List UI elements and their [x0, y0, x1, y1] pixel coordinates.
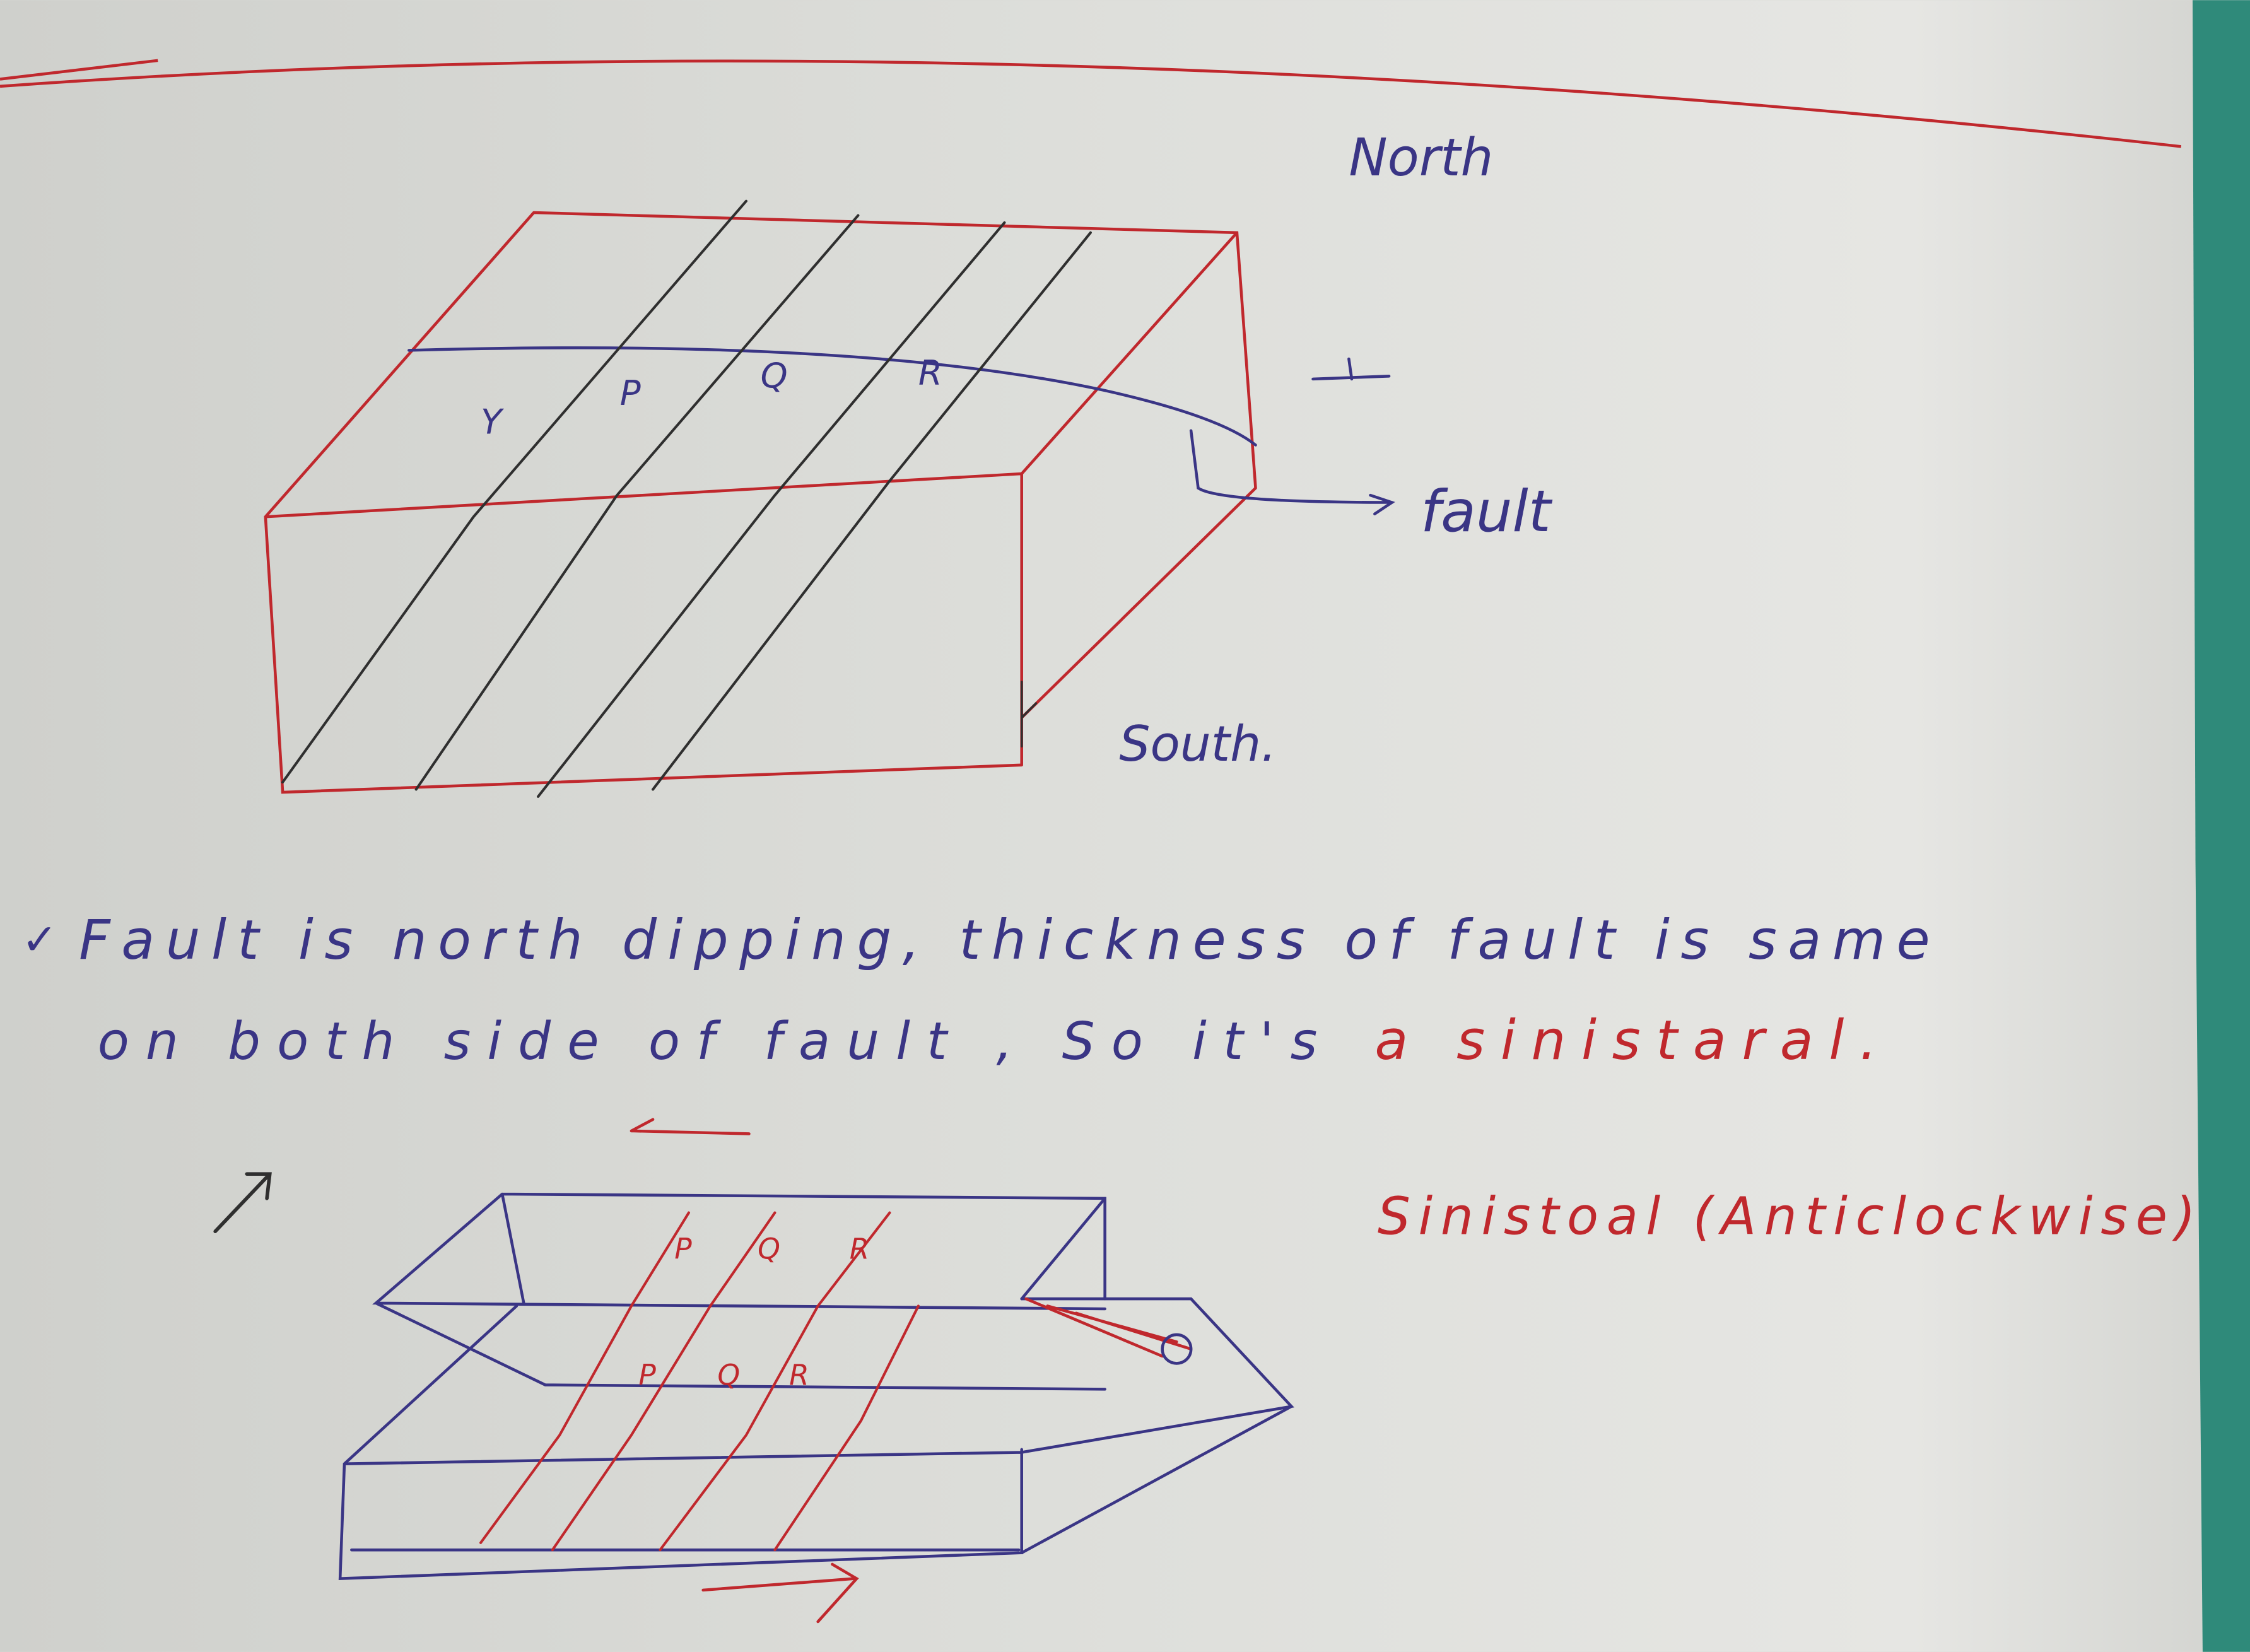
lower-p-top-label: P	[674, 1232, 692, 1265]
lower-r-top-label: R	[850, 1232, 870, 1265]
lower-r-bottom-label: R	[789, 1359, 809, 1392]
fault-label: fault	[1421, 479, 1553, 545]
green-board-edge	[2193, 0, 2250, 1652]
fault-trace	[407, 346, 1393, 504]
note-line-2-conclusion: a sinistaral.	[1374, 1009, 1877, 1072]
check-mark: ✓	[21, 915, 57, 965]
bed-lines	[281, 199, 1092, 798]
lower-slab-outline	[338, 1297, 1294, 1581]
strike-dip-symbol	[1311, 357, 1391, 381]
shear-hatch	[1024, 1297, 1193, 1358]
left-arrow-icon	[630, 1118, 751, 1135]
lower-p-bottom-label: P	[638, 1359, 656, 1392]
north-label: North	[1349, 128, 1493, 188]
upper-block-diagram	[264, 199, 1395, 798]
red-bed-lines	[479, 1211, 920, 1552]
right-arrow-icon	[701, 1562, 859, 1624]
lower-q-bottom-label: Q	[717, 1359, 740, 1392]
layer-y-label: Y	[481, 401, 504, 442]
sinistral-caption: Sinistoal (Anticlockwise)	[1378, 1187, 2196, 1247]
margin-line	[0, 59, 2182, 148]
lower-block-diagram	[213, 1118, 1294, 1624]
layer-q-label: Q	[761, 356, 788, 396]
north-arrow-icon	[213, 1172, 272, 1233]
lower-q-top-label: Q	[758, 1232, 780, 1265]
layer-p-label: P	[620, 373, 641, 413]
layer-r-label: R	[918, 353, 942, 393]
block-outline	[264, 211, 1257, 794]
upper-slab-outline	[372, 1192, 1106, 1391]
south-label: South.	[1119, 716, 1276, 773]
note-line-2: on both side of fault , So it's	[98, 1012, 1318, 1072]
fault-arrow	[1369, 493, 1395, 515]
